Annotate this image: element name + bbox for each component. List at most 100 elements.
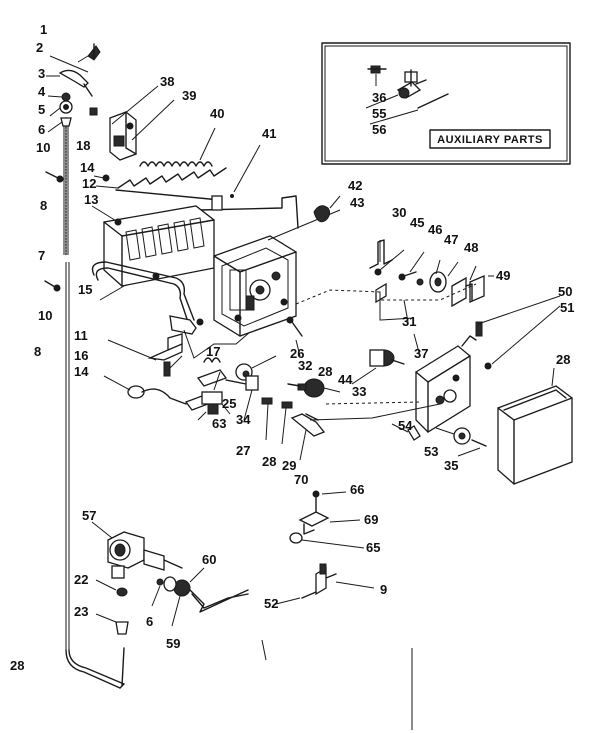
callout-2: 2 (36, 40, 43, 55)
callout-26: 26 (290, 346, 304, 361)
callout-55: 55 (372, 106, 386, 121)
callout-1: 1 (40, 22, 47, 37)
callout-17: 17 (206, 344, 220, 359)
callout-4: 4 (38, 84, 46, 99)
part-4 (61, 92, 71, 102)
callout-44: 44 (338, 372, 353, 387)
callout-8: 8 (40, 198, 47, 213)
shaft-assembly (44, 43, 125, 689)
callout-63: 63 (212, 416, 226, 431)
part-53-pin (391, 423, 421, 441)
part-16-bracket (107, 333, 183, 377)
callout-18: 18 (76, 138, 90, 153)
part-42-clip (313, 195, 341, 223)
part-44-motor (287, 378, 341, 398)
part-23-washer (95, 579, 128, 597)
callout-31: 31 (402, 314, 416, 329)
callout-27: 27 (236, 443, 250, 458)
callout-69: 69 (364, 512, 378, 527)
callout-42: 42 (348, 178, 362, 193)
callout-70: 70 (294, 472, 308, 487)
callout-29: 29 (282, 458, 296, 473)
auxiliary-parts-label: AUXILIARY PARTS (437, 134, 543, 146)
part-34-thermostat (351, 349, 405, 385)
part-65-bracket (298, 490, 361, 535)
callout-15: 15 (78, 282, 92, 297)
callout-56: 56 (372, 122, 386, 137)
callout-36: 36 (372, 90, 386, 105)
part-12-ejector-blades (93, 167, 227, 211)
part-55-screw (367, 65, 387, 74)
part-27-gear (243, 375, 259, 421)
part-40-heater-coil (139, 127, 216, 167)
callout-14: 14 (74, 364, 89, 379)
callout-33: 33 (352, 384, 366, 399)
part-35-knob (435, 427, 471, 445)
part-52-bracket (275, 563, 375, 605)
part-13-ice-mold (91, 205, 215, 287)
parts-25-63-26 (183, 329, 251, 421)
callout-25: 25 (222, 396, 236, 411)
auxiliary-parts-box: AUXILIARY PARTS (321, 42, 571, 165)
part-18 (89, 107, 98, 116)
part-31-lever (290, 413, 326, 461)
callout-65: 65 (366, 540, 380, 555)
callout-60: 60 (202, 552, 216, 567)
part-17-switch (103, 375, 210, 411)
part-36-screw (457, 439, 487, 457)
callout-50: 50 (558, 284, 572, 299)
part-41-wire (199, 144, 299, 229)
callout-28: 28 (10, 658, 24, 673)
callout-28: 28 (262, 454, 276, 469)
callout-12: 12 (82, 176, 96, 191)
part-6-cap (95, 613, 129, 635)
callout-37: 37 (414, 346, 428, 361)
part-15-heater (91, 261, 204, 335)
callout-8: 8 (34, 344, 41, 359)
callout-3: 3 (38, 66, 45, 81)
callout-66: 66 (350, 482, 364, 497)
callout-34: 34 (236, 412, 251, 427)
callout-6: 6 (38, 122, 45, 137)
callout-13: 13 (84, 192, 98, 207)
part-59-60-66-fittings (151, 567, 249, 627)
callout-6: 6 (146, 614, 153, 629)
callout-22: 22 (74, 572, 88, 587)
callout-41: 41 (262, 126, 276, 141)
part-51-support-plate (309, 295, 561, 433)
callout-16: 16 (74, 348, 88, 363)
part-54-cover (497, 367, 573, 485)
callout-14: 14 (80, 160, 95, 175)
callout-10: 10 (38, 308, 52, 323)
callout-32: 32 (298, 358, 312, 373)
part-6 (60, 117, 72, 127)
callout-9: 9 (380, 582, 387, 597)
callout-30: 30 (392, 205, 406, 220)
part-57-pin (417, 93, 449, 109)
part-22-water-valve (91, 521, 183, 579)
part-39-bracket (109, 85, 175, 161)
callout-59: 59 (166, 636, 180, 651)
callout-54: 54 (398, 418, 413, 433)
callout-53: 53 (424, 444, 438, 459)
callout-48: 48 (464, 240, 478, 255)
callout-57: 57 (82, 508, 96, 523)
callout-52: 52 (264, 596, 278, 611)
callout-28: 28 (318, 364, 332, 379)
callout-5: 5 (38, 102, 45, 117)
callout-47: 47 (444, 232, 458, 247)
part-56-fitting (396, 69, 427, 99)
callout-49: 49 (496, 268, 510, 283)
callout-7: 7 (38, 248, 45, 263)
callout-39: 39 (182, 88, 196, 103)
callout-51: 51 (560, 300, 574, 315)
part-28-screw (286, 316, 303, 337)
callout-43: 43 (350, 195, 364, 210)
callout-23: 23 (74, 604, 88, 619)
part-43-module-housing (213, 209, 341, 337)
callout-38: 38 (160, 74, 174, 89)
callout-11: 11 (74, 328, 88, 343)
callout-10: 10 (36, 140, 50, 155)
